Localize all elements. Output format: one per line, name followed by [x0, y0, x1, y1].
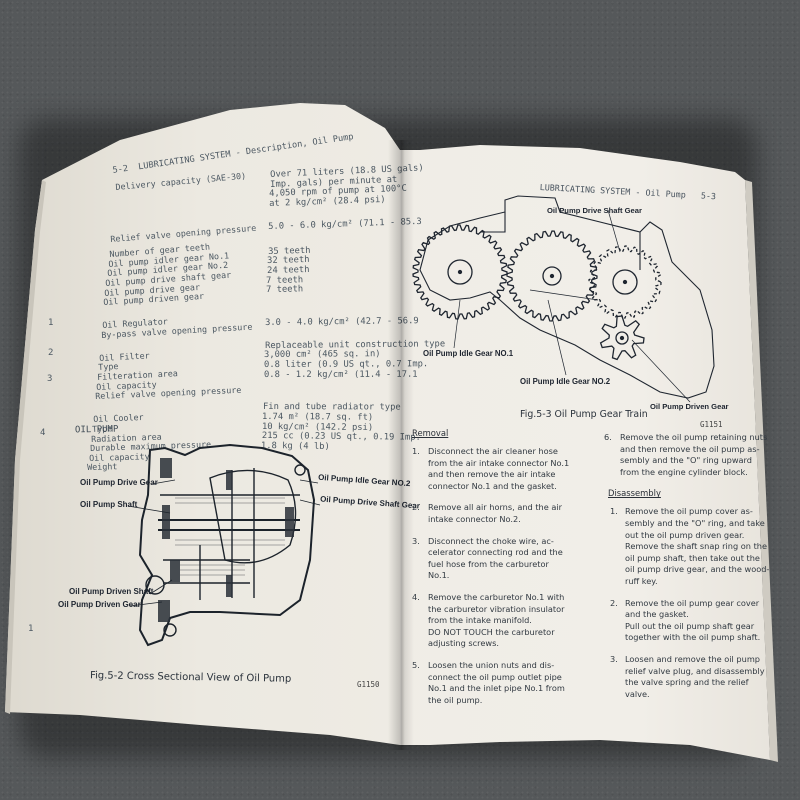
step-text-line: from the intake manifold. — [428, 615, 532, 626]
step-text-line: together with the oil pump shaft. — [625, 632, 761, 643]
step-number: 6. — [604, 432, 612, 442]
label-driven-gear-right: Oil Pump Driven Gear — [650, 402, 729, 411]
label-driven-gear: Oil Pump Driven Gear — [58, 600, 141, 609]
margin-number: 2 — [48, 348, 54, 358]
right-figure-caption: Fig.5-3 Oil Pump Gear Train — [520, 409, 648, 420]
step-text-line: Disconnect the air cleaner hose — [428, 446, 558, 456]
step-text-line: out the oil pump driven gear. — [625, 529, 745, 540]
step-number: 5. — [412, 660, 420, 670]
step-text-line: Remove the shaft snap ring on the — [625, 541, 768, 552]
margin-number: 3 — [47, 374, 53, 384]
step-text-line: relief valve plug, and disassembly — [625, 665, 765, 676]
step-text-line: sembly and the "O" ring, and take — [625, 518, 765, 528]
step-text-line: sembly and the "O" ring upward — [620, 455, 752, 466]
step-text-line: Remove the carburetor No.1 with — [428, 592, 565, 602]
step-text-line: Remove all air horns, and the air — [428, 502, 563, 513]
step-number: 3. — [412, 535, 420, 546]
step-text-line: and then remove the air intake — [428, 469, 556, 480]
margin-number: 1 — [28, 624, 34, 634]
step-text-line: Remove the oil pump retaining nuts — [620, 432, 768, 442]
step-text-line: connect the oil pump outlet pipe — [428, 671, 562, 682]
step-text-line: Remove the oil pump gear cover — [625, 597, 760, 608]
step-text-line: oil pump shaft, then take out the — [625, 552, 760, 563]
left-figure-code: G1150 — [357, 680, 380, 689]
step-text-line: oil pump drive gear, and the wood- — [625, 564, 770, 575]
step-text-line: from the engine cylinder block. — [620, 466, 748, 477]
step-text-line: the valve spring and the relief — [625, 677, 749, 688]
label-idle-gear-no1: Oil Pump Idle Gear NO.1 — [423, 349, 514, 358]
step-text-line: and then remove the oil pump as- — [620, 443, 760, 454]
label-shaft: Oil Pump Shaft — [80, 500, 138, 509]
step-text-line: adjusting screws. — [428, 638, 499, 649]
margin-number: 1 — [48, 318, 54, 328]
driven-gear — [599, 315, 645, 361]
step-number: 3. — [610, 654, 618, 664]
step-text-line: and the gasket. — [625, 609, 689, 620]
step-text-line: Loosen the union nuts and dis- — [428, 660, 555, 670]
step-text-line: Loosen and remove the oil pump — [625, 654, 760, 664]
margin-number: 4 — [40, 428, 46, 438]
step-text-line: ruff key. — [625, 576, 658, 586]
step-number: 1. — [412, 446, 420, 456]
right-figure-code: G1151 — [700, 420, 723, 429]
label-idle-gear-no2-right: Oil Pump Idle Gear NO.2 — [520, 377, 611, 386]
step-text-line: fuel hose from the carburetor — [428, 558, 549, 569]
step-text-line: DO NOT TOUCH the carburetor — [428, 626, 555, 637]
step-text-line: from the air intake connector No.1 — [428, 457, 570, 468]
drive-shaft-gear — [588, 245, 662, 319]
step-text-line: connector No.1 and the gasket. — [428, 480, 557, 491]
label-driven-shaft: Oil Pump Driven Shaft — [69, 587, 154, 596]
step-text-line: intake connector No.2. — [428, 514, 521, 524]
step-text-line: Remove the oil pump cover as- — [625, 506, 753, 517]
step-text-line: No.1. — [428, 570, 450, 581]
step-number: 2. — [610, 597, 618, 608]
book-gutter — [388, 140, 414, 750]
step-text-line: the oil pump. — [428, 694, 483, 705]
step-number: 2. — [412, 502, 420, 513]
removal-heading: Removal — [412, 428, 449, 438]
step-text-line: Pull out the oil pump shaft gear — [625, 620, 755, 631]
step-text-line: Disconnect the choke wire, ac- — [428, 535, 554, 546]
step-number: 1. — [610, 506, 618, 517]
step-text-line: the carburetor vibration insulator — [428, 603, 565, 614]
disassembly-heading: Disassembly — [608, 488, 661, 499]
step-number: 4. — [412, 592, 420, 602]
step-text-line: celerator connecting rod and the — [428, 547, 563, 558]
idle-gear-no2 — [506, 230, 598, 322]
label-drive-gear: Oil Pump Drive Gear — [80, 478, 158, 487]
label-drive-shaft-gear: Oil Pump Drive Shaft Gear — [547, 206, 642, 215]
step-text-line: valve. — [625, 688, 650, 699]
idle-gear-no1 — [412, 224, 508, 320]
step-text-line: No.1 and the inlet pipe No.1 from — [428, 683, 565, 694]
